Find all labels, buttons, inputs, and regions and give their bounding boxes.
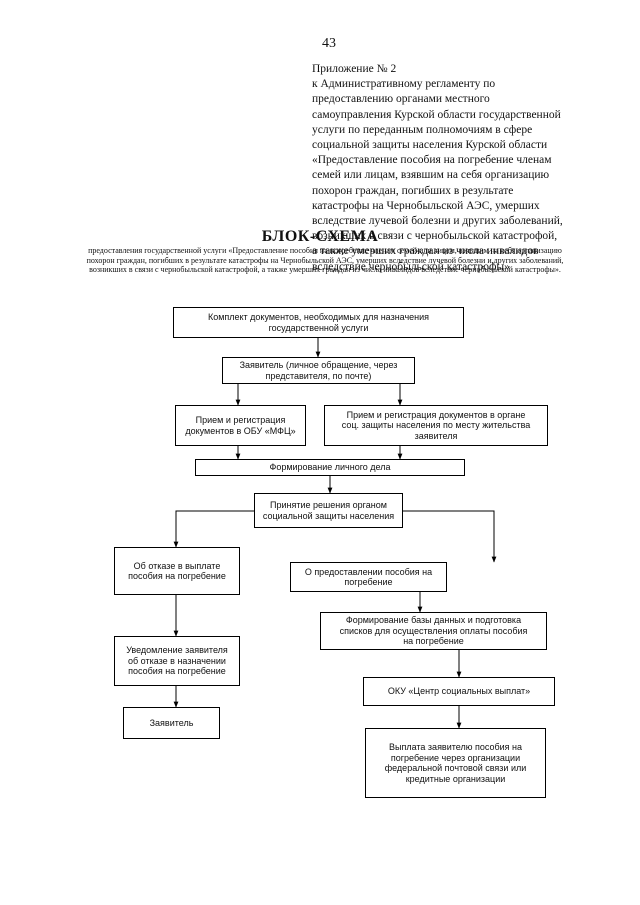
page-number: 43 [322,36,336,51]
box-applicant-request-label: Заявитель (личное обращение, через предс… [239,360,398,381]
box-reception-social-label: Прием и регистрация документов в органе … [341,409,531,441]
block-diagram-title: БЛОК-СХЕМА [261,228,379,245]
appendix-header: Приложение № 2 к Административному регла… [312,62,612,275]
box-notification: Уведомление заявителя об отказе в назнач… [114,636,240,686]
appendix-line: а также умерших граждан из числа инвалид… [312,245,539,258]
box-applicant-final: Заявитель [123,707,220,739]
box-documents-set-label: Комплект документов, необходимых для наз… [207,312,430,333]
box-applicant-request: Заявитель (личное обращение, через предс… [222,357,415,384]
box-decision: Принятие решения органом социальной защи… [254,493,403,528]
appendix-line: семей или лицам, взявшим на себя организ… [312,169,550,182]
arrow-decision-to-refusal [173,510,254,548]
box-payment: Выплата заявителю пособия на погребение … [365,728,546,798]
box-decision-label: Принятие решения органом социальной защи… [262,500,395,521]
box-grant: О предоставлении пособия на погребение [290,562,447,592]
appendix-line: возникших в связи с чернобыльской катаст… [312,230,558,243]
appendix-line: вследствие лучевой болезни и других забо… [312,215,563,228]
box-reception-mfc-label: Прием и регистрация документов в ОБУ «МФ… [185,415,296,436]
box-personal-file-label: Формирование личного дела [269,462,391,473]
appendix-line: услуги по переданным полномочиям в сфере [312,123,533,136]
appendix-line: «Предоставление пособия на погребение чл… [312,154,552,167]
appendix-line: социальной защиты населения Курской обла… [312,139,548,152]
box-notification-label: Уведомление заявителя об отказе в назнач… [126,645,228,677]
box-database-label: Формирование базы данных и подготовка сп… [339,615,528,647]
box-personal-file: Формирование личного дела [195,459,465,476]
box-oku: ОКУ «Центр социальных выплат» [363,677,555,706]
appendix-line: к Административному регламенту по [312,78,496,91]
appendix-line: похорон граждан, погибших в результате [312,184,514,197]
box-database: Формирование базы данных и подготовка сп… [320,612,547,650]
appendix-line: Приложение № 2 [312,63,397,75]
box-grant-label: О предоставлении пособия на погребение [304,566,433,588]
block-diagram-subtitle: предоставления государственной услуги «П… [86,246,564,275]
box-documents-set: Комплект документов, необходимых для наз… [173,307,464,338]
appendix-line: катастрофы на Чернобыльской АЭС, умерших [312,199,540,212]
arrow-decision-to-grant [403,510,497,563]
box-payment-label: Выплата заявителю пособия на погребение … [384,742,527,784]
box-oku-label: ОКУ «Центр социальных выплат» [387,686,531,697]
box-reception-social: Прием и регистрация документов в органе … [324,405,548,446]
box-applicant-final-label: Заявитель [149,717,194,728]
box-refusal: Об отказе в выплате пособия на погребени… [114,547,240,595]
box-reception-mfc: Прием и регистрация документов в ОБУ «МФ… [175,405,306,446]
box-refusal-label: Об отказе в выплате пособия на погребени… [128,560,226,582]
appendix-line: самоуправления Курской области государст… [312,108,561,121]
appendix-line: предоставлению органами местного [312,93,490,106]
appendix-line: вследствие чернобыльской катастрофы» [312,260,510,273]
